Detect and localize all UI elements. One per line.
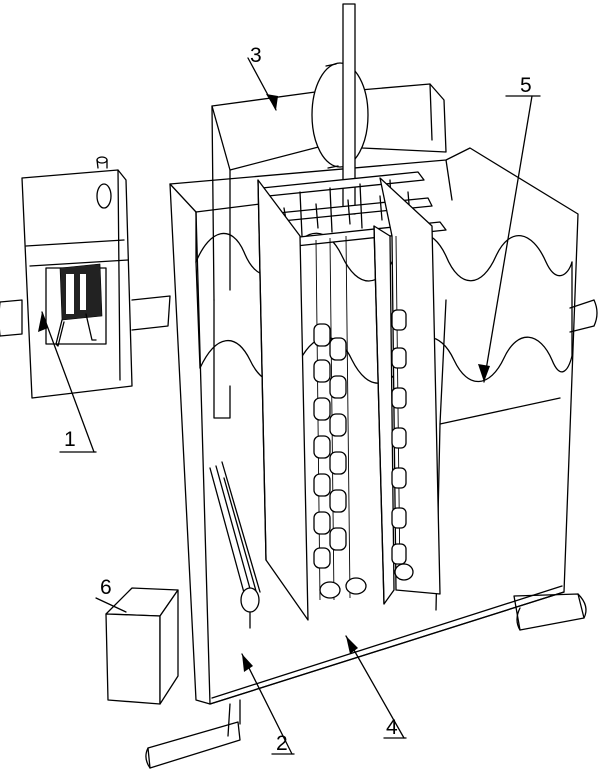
control-box <box>0 156 171 399</box>
leader-lines <box>41 57 541 755</box>
label-3: 3 <box>250 44 262 67</box>
label-2: 2 <box>276 732 288 755</box>
main-tank <box>145 147 598 769</box>
label-4: 4 <box>386 716 398 739</box>
filter-frame <box>257 171 447 621</box>
box <box>105 587 179 705</box>
label-5: 5 <box>520 74 532 97</box>
dosing-tube <box>209 461 261 629</box>
top-duct <box>211 3 447 419</box>
label-1: 1 <box>64 428 76 451</box>
leader-arrowheads <box>38 94 490 672</box>
label-6: 6 <box>100 576 112 599</box>
roller-group <box>313 309 414 599</box>
